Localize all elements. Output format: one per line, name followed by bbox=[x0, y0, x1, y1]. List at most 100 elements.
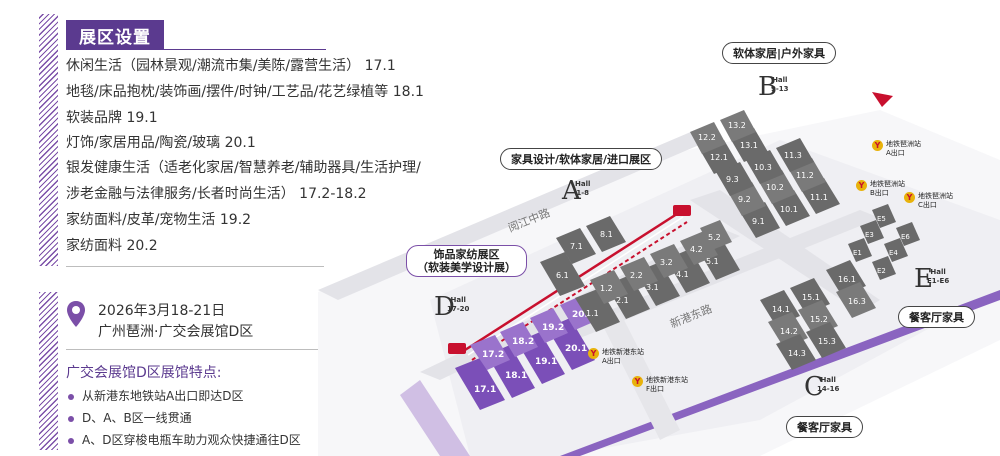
shuttle-bus-icon bbox=[673, 205, 691, 216]
feature-item: A、D区穿梭电瓶车助力观众快捷通往D区 bbox=[68, 431, 301, 448]
zone-line: 家纺面料/皮革/宠物生活 19.2 bbox=[66, 212, 252, 228]
hall-17-1 bbox=[455, 358, 505, 410]
hall-labels-c: 14.1 15.1 14.2 15.2 14.3 15.3 16.1 16.3 bbox=[772, 275, 866, 358]
hall-label: 10.1 bbox=[780, 205, 798, 214]
area-badge-letter: E bbox=[914, 264, 933, 294]
bullet-dot-icon bbox=[68, 415, 74, 422]
feature-item: D、A、B区一线贯通 bbox=[68, 409, 192, 426]
hall-label: 19.2 bbox=[542, 323, 564, 333]
area-tag-b-furniture: 软体家居|户外家具 bbox=[722, 42, 837, 64]
hall-label: 20.2 bbox=[572, 310, 594, 320]
zone-line: 休闲生活（园林景观/潮流市集/美陈/露营生活） 17.1 bbox=[66, 58, 396, 74]
metro-icon: Y bbox=[856, 180, 867, 191]
metro-label: 地铁琶洲站 C出口 bbox=[918, 192, 953, 209]
hall-label: 13.2 bbox=[728, 121, 746, 130]
hall-e5 bbox=[872, 204, 896, 228]
bullet-dot-icon bbox=[68, 393, 74, 400]
hall-label: 12.2 bbox=[698, 133, 716, 142]
hall-1-2 bbox=[590, 270, 628, 304]
hall-label: 11.3 bbox=[784, 151, 802, 160]
hall-e3 bbox=[860, 220, 884, 244]
area-tag-e-dining: 餐客厅家具 bbox=[898, 306, 975, 328]
area-badge-halls: Hall 1-8 bbox=[575, 180, 591, 197]
metro-icon: Y bbox=[872, 140, 883, 151]
hall-label: 19.1 bbox=[535, 357, 557, 367]
hall-label: 11.2 bbox=[796, 171, 814, 180]
area-badge-halls: Hall 17-20 bbox=[447, 296, 470, 313]
hall-15-3 bbox=[806, 322, 846, 358]
metro-icon: Y bbox=[588, 348, 599, 359]
hall-label: 1.1 bbox=[586, 309, 599, 318]
features-title: 广交会展馆D区展馆特点: bbox=[66, 365, 222, 381]
hall-label: 3.2 bbox=[660, 258, 673, 267]
zone-line: 灯饰/家居用品/陶瓷/玻璃 20.1 bbox=[66, 135, 256, 151]
hall-label: 10.3 bbox=[754, 163, 772, 172]
north-arrow-icon bbox=[872, 92, 893, 107]
hall-label: 14.2 bbox=[780, 327, 798, 336]
area-badge-d: D Hall 17-20 bbox=[434, 290, 470, 338]
hall-label: 14.3 bbox=[788, 349, 806, 358]
area-badge-a: A Hall 1-8 bbox=[562, 174, 596, 222]
zone-line: 银发健康生活（适老化家居/智慧养老/辅助器具/生活护理/ bbox=[66, 160, 421, 176]
hall-16-3 bbox=[836, 282, 876, 318]
hall-group-a bbox=[540, 216, 740, 332]
area-badge-halls: Hall 14-16 bbox=[817, 376, 840, 393]
hall-3-2 bbox=[650, 244, 688, 278]
decorative-stripe-top bbox=[39, 14, 58, 266]
hall-group-e bbox=[848, 204, 920, 280]
metro-icon: Y bbox=[904, 192, 915, 203]
road-connector bbox=[690, 190, 880, 312]
area-badge-letter: C bbox=[804, 372, 824, 402]
hall-10-3 bbox=[746, 150, 784, 184]
event-date: 2026年3月18-21日 bbox=[98, 303, 226, 319]
hall-label: 16.1 bbox=[838, 275, 856, 284]
hall-8-1 bbox=[586, 216, 626, 252]
hall-group-b bbox=[690, 110, 840, 238]
hall-label: 18.2 bbox=[512, 337, 534, 347]
hall-label: E6 bbox=[901, 233, 910, 241]
hall-label: 9.2 bbox=[738, 195, 751, 204]
area-badge-b: B Hall 9-13 bbox=[758, 70, 792, 118]
hall-11-3 bbox=[776, 138, 814, 172]
bullet-dot-icon bbox=[68, 437, 74, 444]
area-badge-halls: Hall E1-E6 bbox=[927, 268, 950, 285]
hall-label: 7.1 bbox=[570, 242, 583, 251]
hall-label: 14.1 bbox=[772, 305, 790, 314]
area-tag-d-decor-line1: 饰品家纺展区 bbox=[433, 248, 500, 261]
hall-labels-e: E1 E2 E3 E4 E5 E6 bbox=[853, 215, 910, 275]
hall-label: E1 bbox=[853, 249, 862, 257]
hall-label: 4.1 bbox=[676, 270, 689, 279]
area-badge-halls: Hall 9-13 bbox=[771, 76, 789, 93]
hall-group-c bbox=[760, 260, 876, 370]
metro-label: 地铁新港东站 F出口 bbox=[646, 376, 688, 393]
hall-label: 8.1 bbox=[600, 230, 613, 239]
area-badge-letter: B bbox=[758, 72, 778, 102]
hall-label: 1.2 bbox=[600, 284, 613, 293]
hall-label: 5.2 bbox=[708, 233, 721, 242]
hall-label: E5 bbox=[877, 215, 886, 223]
zone-line: 软装品牌 19.1 bbox=[66, 110, 158, 126]
hall-17-2 bbox=[470, 335, 510, 370]
hall-2-2 bbox=[620, 257, 658, 291]
zone-line: 地毯/床品抱枕/装饰画/摆件/时钟/工艺品/花艺绿植等 18.1 bbox=[66, 84, 424, 100]
title-underline bbox=[164, 49, 326, 50]
hall-label: 17.2 bbox=[482, 350, 504, 360]
hall-label: 6.1 bbox=[556, 271, 569, 280]
hall-label: 15.3 bbox=[818, 337, 836, 346]
shuttle-bus-icon bbox=[448, 343, 466, 354]
event-venue: 广州琶洲·广交会展馆D区 bbox=[98, 324, 254, 340]
decorative-stripe-bottom bbox=[39, 292, 58, 450]
hall-label: 13.1 bbox=[740, 141, 758, 150]
hall-label: E4 bbox=[889, 249, 898, 257]
hall-label: 2.2 bbox=[630, 271, 643, 280]
metro-label: 地铁新港东站 A出口 bbox=[602, 348, 644, 365]
hall-group-d bbox=[455, 295, 598, 410]
area-tag-a-furniture: 家具设计/软体家居/进口展区 bbox=[500, 148, 663, 170]
metro-icon: Y bbox=[632, 376, 643, 387]
hall-6-1 bbox=[540, 252, 585, 296]
hall-label: 2.1 bbox=[616, 296, 629, 305]
hall-label: 20.1 bbox=[565, 344, 587, 354]
